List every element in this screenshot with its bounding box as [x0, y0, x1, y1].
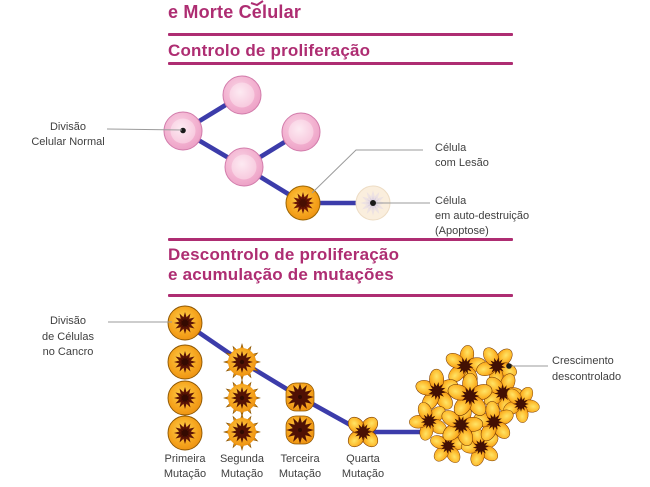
label-apoptosis-cell: Célula em auto-destruição (Apoptose): [435, 194, 529, 239]
section1-heading: Controlo de proliferação: [168, 41, 371, 60]
lesion-cell: [286, 186, 320, 220]
section2-heading: Descontrolo de proliferação e acumulação…: [168, 245, 399, 285]
normal-cell: [224, 147, 264, 187]
leader-lines: [106, 128, 548, 369]
mutation-columns: [168, 306, 381, 450]
section2-heading-line2: e acumulação de mutações: [168, 265, 394, 284]
origin-marker-dot: [180, 127, 186, 134]
label-line: Primeira: [164, 453, 206, 465]
second-mutation-cell: [224, 344, 260, 380]
label-line: descontrolado: [552, 370, 622, 383]
divider-section1: [168, 62, 513, 65]
normal-division-tree: [163, 75, 390, 220]
divider-top: [168, 33, 513, 36]
label-second-mutation: Segunda Mutação: [207, 452, 277, 482]
label-line: de Células: [42, 330, 94, 343]
first-mutation-cell: [168, 345, 202, 379]
normal-cell: [281, 112, 321, 152]
label-line: Mutação: [278, 468, 322, 480]
second-mutation-cell: [224, 414, 260, 450]
label-uncontrolled-growth: Crescimento descontrolado: [552, 354, 621, 385]
label-line: Celular Normal: [31, 136, 105, 148]
leader-normal-division: [106, 128, 183, 131]
label-line: Terceira: [280, 453, 320, 465]
label-line: Quarta: [346, 453, 380, 465]
label-line: Divisão: [49, 315, 87, 327]
mutation-connectors: [182, 320, 427, 435]
label-line: Divisão: [49, 121, 87, 133]
divider-section2-bottom: [168, 294, 513, 297]
label-line: Mutação: [220, 468, 264, 480]
label-line: Célula: [435, 142, 467, 154]
cropped-text-fragment: [250, 0, 264, 7]
label-lesion-cell: Célula com Lesão: [435, 141, 489, 171]
label-line: Crescimento: [552, 355, 614, 367]
label-normal-division: Divisão Celular Normal: [22, 120, 114, 150]
divider-section2-top: [168, 238, 513, 241]
label-line: (Apoptose): [435, 225, 489, 237]
label-cancer-division: Divisão de Células no Cancro: [22, 314, 114, 361]
label-line: Segunda: [219, 453, 265, 465]
label-line: Mutação: [163, 468, 207, 480]
first-mutation-cell: [168, 306, 202, 340]
section2-heading-line1: Descontrolo de proliferação: [168, 245, 400, 264]
tumor-cluster: [400, 336, 547, 475]
page-title: e Morte Celular: [168, 2, 302, 22]
normal-cell: [222, 75, 262, 115]
third-mutation-cell: [286, 383, 314, 411]
label-line: em auto-destruição: [435, 210, 530, 222]
label-fourth-mutation: Quarta Mutação: [328, 452, 398, 482]
label-line: com Lesão: [435, 157, 489, 169]
label-line: Mutação: [341, 468, 385, 480]
label-line: Célula: [435, 195, 467, 207]
first-mutation-cell: [168, 381, 202, 415]
leader-lesion: [311, 149, 423, 194]
growth-marker-dot: [506, 363, 512, 369]
first-mutation-cell: [168, 416, 202, 450]
label-third-mutation: Terceira Mutação: [265, 452, 335, 482]
second-mutation-cell: [224, 380, 260, 416]
third-mutation-cell: [286, 416, 314, 444]
label-line: no Cancro: [42, 346, 94, 358]
label-first-mutation: Primeira Mutação: [150, 452, 220, 482]
normal-division-connectors: [180, 92, 376, 206]
